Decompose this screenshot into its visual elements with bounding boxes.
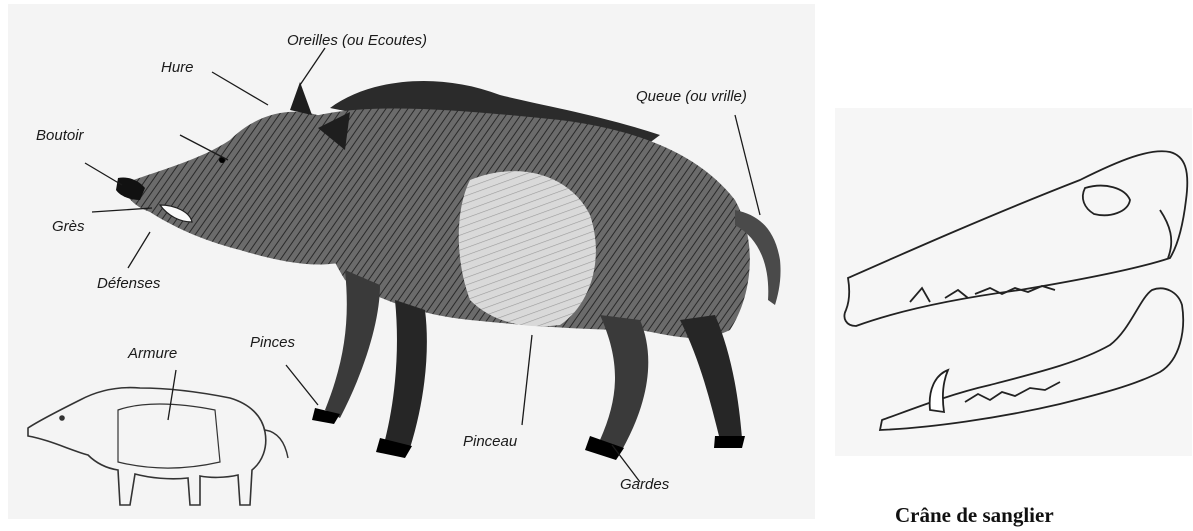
boar-hoof-4 <box>714 436 745 448</box>
label-defenses: Défenses <box>97 276 160 291</box>
label-gardes: Gardes <box>620 477 669 492</box>
leader-pinces <box>286 365 318 405</box>
label-gres: Grès <box>52 219 85 234</box>
skull-lower-tusk <box>930 370 948 412</box>
label-armure: Armure <box>128 346 177 361</box>
skull-occipital <box>1160 210 1171 258</box>
leader-pinceau <box>522 335 532 425</box>
skull-lower-teeth <box>965 382 1060 402</box>
boar-ear-front <box>290 82 312 115</box>
boar-figure <box>116 81 781 460</box>
skull-eye-socket <box>1083 186 1130 216</box>
boar-head <box>125 112 361 265</box>
armor-sketch-outline <box>28 388 266 505</box>
leader-hure <box>212 72 268 105</box>
skull-cranium <box>844 151 1187 326</box>
leader-gres <box>92 208 152 212</box>
leader-armure <box>168 370 176 420</box>
armor-sketch-tail <box>265 430 288 458</box>
label-boutoir: Boutoir <box>36 128 84 143</box>
leader-boutoir <box>85 163 122 185</box>
leader-defenses <box>128 232 150 268</box>
boar-hind-leg-1 <box>600 315 648 450</box>
skull-jaw <box>880 288 1183 430</box>
label-queue: Queue (ou vrille) <box>636 89 747 104</box>
armor-sketch-eye <box>60 416 64 420</box>
boar-front-leg-1 <box>325 270 380 418</box>
label-pinces: Pinces <box>250 335 295 350</box>
label-oreilles: Oreilles (ou Ecoutes) <box>287 33 427 48</box>
leader-oreilles <box>300 48 325 85</box>
label-pinceau: Pinceau <box>463 434 517 449</box>
skull-figure <box>844 151 1187 430</box>
boar-front-leg-2 <box>385 300 427 448</box>
label-hure: Hure <box>161 60 194 75</box>
skull-caption: Crâne de sanglier <box>895 505 1054 526</box>
leader-queue <box>735 115 760 215</box>
boar-hind-leg-2 <box>680 315 742 440</box>
armor-sketch <box>28 388 288 505</box>
